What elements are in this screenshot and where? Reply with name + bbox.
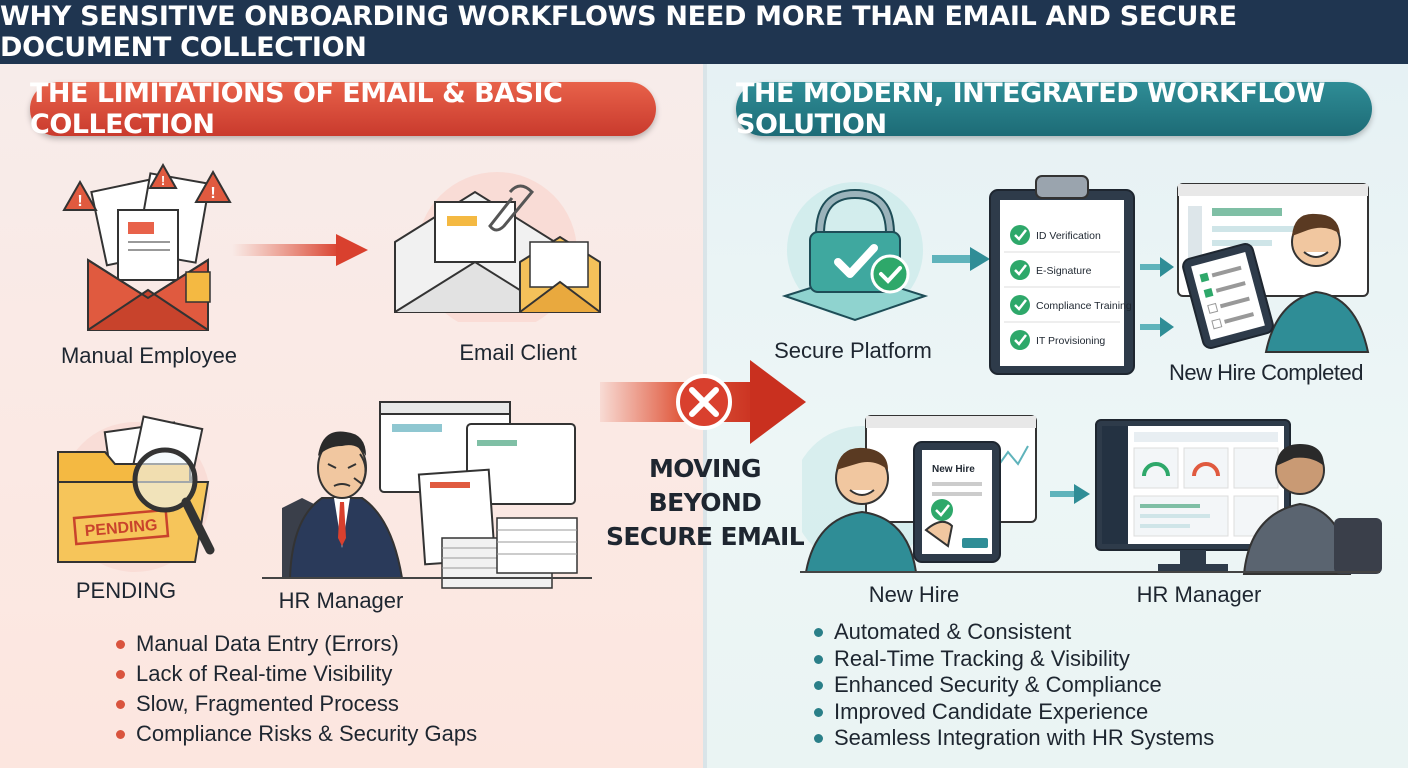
bullet-item: Improved Candidate Experience <box>810 699 1214 726</box>
center-caption: Moving Beyond Secure Email <box>605 454 805 551</box>
left-bullet-list: Manual Data Entry (Errors) Lack of Real-… <box>112 629 477 749</box>
overflowing-envelope-icon: ! ! ! <box>62 162 232 331</box>
label-hr-manager-left: HR Manager <box>278 588 404 613</box>
bullet-item: Real-Time Tracking & Visibility <box>810 646 1214 673</box>
right-bullet-list: Automated & Consistent Real-Time Trackin… <box>810 619 1214 752</box>
label-secure-platform: Secure Platform <box>774 338 932 363</box>
bullet-item: Seamless Integration with HR Systems <box>810 725 1214 752</box>
floor-line <box>800 571 1380 573</box>
checklist-item: Compliance Training <box>1036 300 1132 312</box>
bullet-item: Compliance Risks & Security Gaps <box>112 719 477 749</box>
stressed-hr-manager-icon <box>262 401 592 589</box>
checklist-item: ID Verification <box>1036 230 1101 242</box>
email-envelope-icon <box>394 172 601 322</box>
new-hire-completed-icon <box>1177 183 1370 353</box>
svg-text:!: ! <box>161 173 165 188</box>
label-email-client: Email Client <box>459 340 577 365</box>
bullet-item: Manual Data Entry (Errors) <box>112 629 477 659</box>
checklist-item: E-Signature <box>1036 265 1092 277</box>
label-new-hire-completed: New Hire Completed <box>1169 360 1363 385</box>
checklist-item: IT Provisioning <box>1036 335 1105 347</box>
hr-manager-dashboard-icon <box>1095 419 1382 575</box>
label-manual-employee: Manual Employee <box>60 343 238 368</box>
left-heading: The Limitations of Email & Basic Collect… <box>30 78 656 140</box>
pending-folder-icon: PENDING <box>57 415 215 572</box>
right-arrow-icon <box>232 234 368 266</box>
arrow-icon <box>1050 484 1090 504</box>
label-pending: PENDING <box>75 578 177 603</box>
right-heading: The Modern, Integrated Workflow Solution <box>736 78 1372 140</box>
bullet-item: Slow, Fragmented Process <box>112 689 477 719</box>
arrow-icon <box>932 247 990 271</box>
arrow-icon <box>1140 317 1174 337</box>
checklist-clipboard-icon: ID Verification E-Signature Compliance T… <box>989 175 1135 375</box>
secure-lock-icon <box>781 182 929 322</box>
tablet-title: New Hire <box>932 464 975 475</box>
bullet-item: Automated & Consistent <box>810 619 1214 646</box>
transition-arrow-icon <box>600 360 806 444</box>
bullet-item: Lack of Real-time Visibility <box>112 659 477 689</box>
label-hr-manager-right: HR Manager <box>1136 582 1262 607</box>
svg-text:!: ! <box>210 185 215 202</box>
label-new-hire: New Hire <box>868 582 960 607</box>
bullet-item: Enhanced Security & Compliance <box>810 672 1214 699</box>
pending-stamp: PENDING <box>84 517 158 540</box>
new-hire-tablet-icon: New Hire <box>802 415 1042 573</box>
left-panel <box>0 64 703 768</box>
svg-text:!: ! <box>77 193 82 210</box>
page-title: Why Sensitive Onboarding Workflows Need … <box>0 0 1408 64</box>
arrow-icon <box>1140 257 1174 277</box>
